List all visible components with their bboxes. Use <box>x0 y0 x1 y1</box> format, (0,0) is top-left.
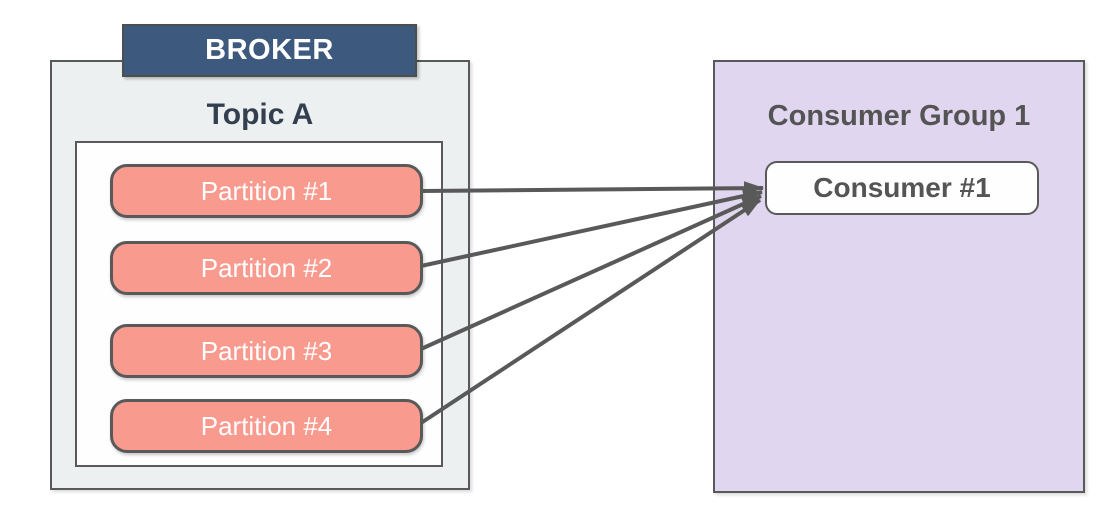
consumer-group-box: Consumer Group 1 Consumer #1 <box>713 60 1085 493</box>
broker-box: Topic A Partition #1 Partition #2 Partit… <box>50 60 470 490</box>
arrow-partition-4-to-consumer-1 <box>419 198 762 425</box>
partition-1-label: Partition #1 <box>200 175 333 206</box>
partition-2-label: Partition #2 <box>200 252 333 283</box>
partition-1: Partition #1 <box>110 164 423 218</box>
consumer-1: Consumer #1 <box>765 161 1039 215</box>
partition-2: Partition #2 <box>110 241 423 295</box>
partition-3-label: Partition #3 <box>200 335 333 366</box>
partition-4: Partition #4 <box>110 399 423 453</box>
consumer-1-label: Consumer #1 <box>813 172 991 203</box>
arrow-partition-2-to-consumer-1 <box>420 189 763 268</box>
topic-title: Topic A <box>206 98 314 131</box>
consumer-group-title: Consumer Group 1 <box>767 100 1031 132</box>
partition-4-label: Partition #4 <box>200 410 333 441</box>
topic-box: Partition #1 Partition #2 Partition #3 P… <box>75 141 443 467</box>
arrow-partition-1-to-consumer-1 <box>420 181 764 196</box>
partition-3: Partition #3 <box>110 324 423 378</box>
broker-header: BROKER <box>122 24 417 77</box>
arrow-partition-3-to-consumer-1 <box>420 194 762 351</box>
broker-title: BROKER <box>205 34 334 66</box>
